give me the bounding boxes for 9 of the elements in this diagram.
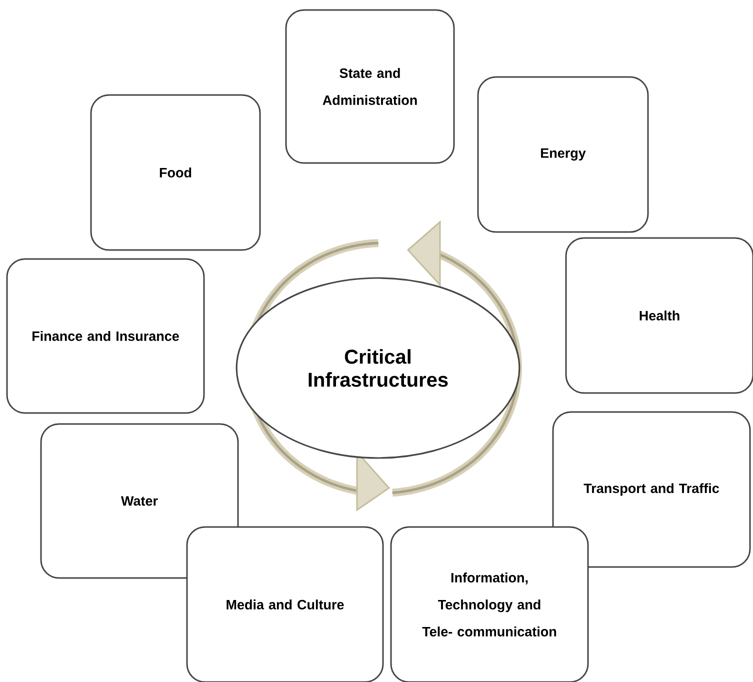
- sector-box: Media and Culture: [186, 526, 384, 682]
- sector-box: Health: [565, 237, 753, 394]
- sector-box: Finance and Insurance: [6, 258, 205, 414]
- sector-box: Transport and Traffic: [552, 411, 751, 568]
- sector-box: Information, Technology and Tele- communication: [390, 526, 589, 682]
- sector-box: Energy: [477, 76, 649, 233]
- sector-box: Water: [40, 423, 239, 579]
- sector-box: Food: [90, 94, 261, 251]
- sector-box: State and Administration: [285, 9, 455, 164]
